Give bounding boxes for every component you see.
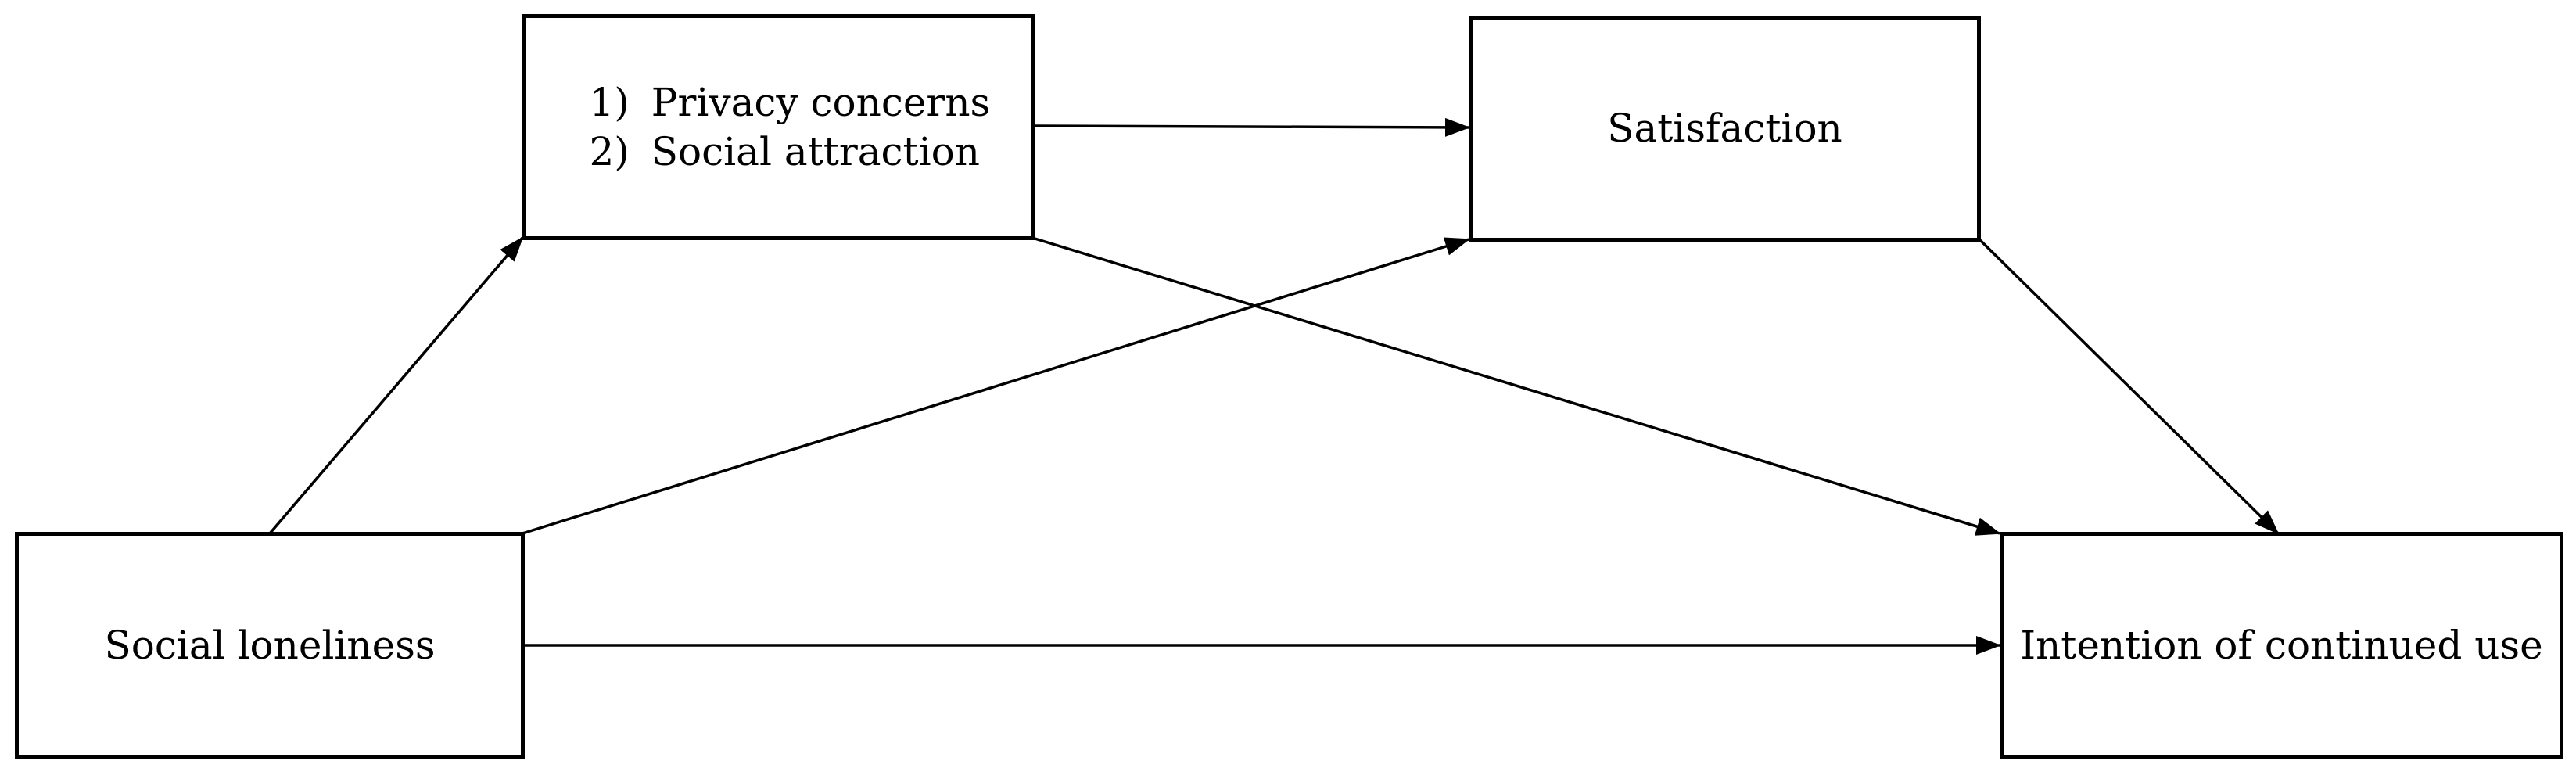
mediator-item-label: Privacy concerns bbox=[651, 80, 991, 125]
social-loneliness-box: Social loneliness bbox=[15, 532, 525, 759]
arrow-satisfaction-to-intention bbox=[1978, 238, 2280, 535]
arrow-mediators-to-satisfaction bbox=[1031, 117, 1470, 137]
arrow-loneliness-to-satisfaction bbox=[522, 237, 1470, 535]
social-loneliness-label: Social loneliness bbox=[104, 622, 436, 668]
mediator-item-number: 2) bbox=[589, 128, 630, 174]
intention-label: Intention of continued use bbox=[2020, 622, 2543, 668]
satisfaction-box: Satisfaction bbox=[1469, 16, 1981, 242]
mediator-item-privacy-concerns: 1) Privacy concerns bbox=[567, 78, 990, 127]
arrow-loneliness-to-mediators bbox=[268, 236, 524, 535]
mediators-box: 1) Privacy concerns 2) Social attraction bbox=[522, 14, 1035, 240]
mediator-item-label: Social attraction bbox=[651, 128, 980, 174]
mediator-item-number: 1) bbox=[589, 80, 630, 125]
arrow-mediators-to-intention bbox=[1031, 236, 2001, 536]
mediator-item-social-attraction: 2) Social attraction bbox=[567, 127, 980, 177]
mediators-list: 1) Privacy concerns 2) Social attraction bbox=[567, 78, 990, 176]
intention-box: Intention of continued use bbox=[2000, 532, 2563, 759]
satisfaction-label: Satisfaction bbox=[1607, 106, 1842, 152]
